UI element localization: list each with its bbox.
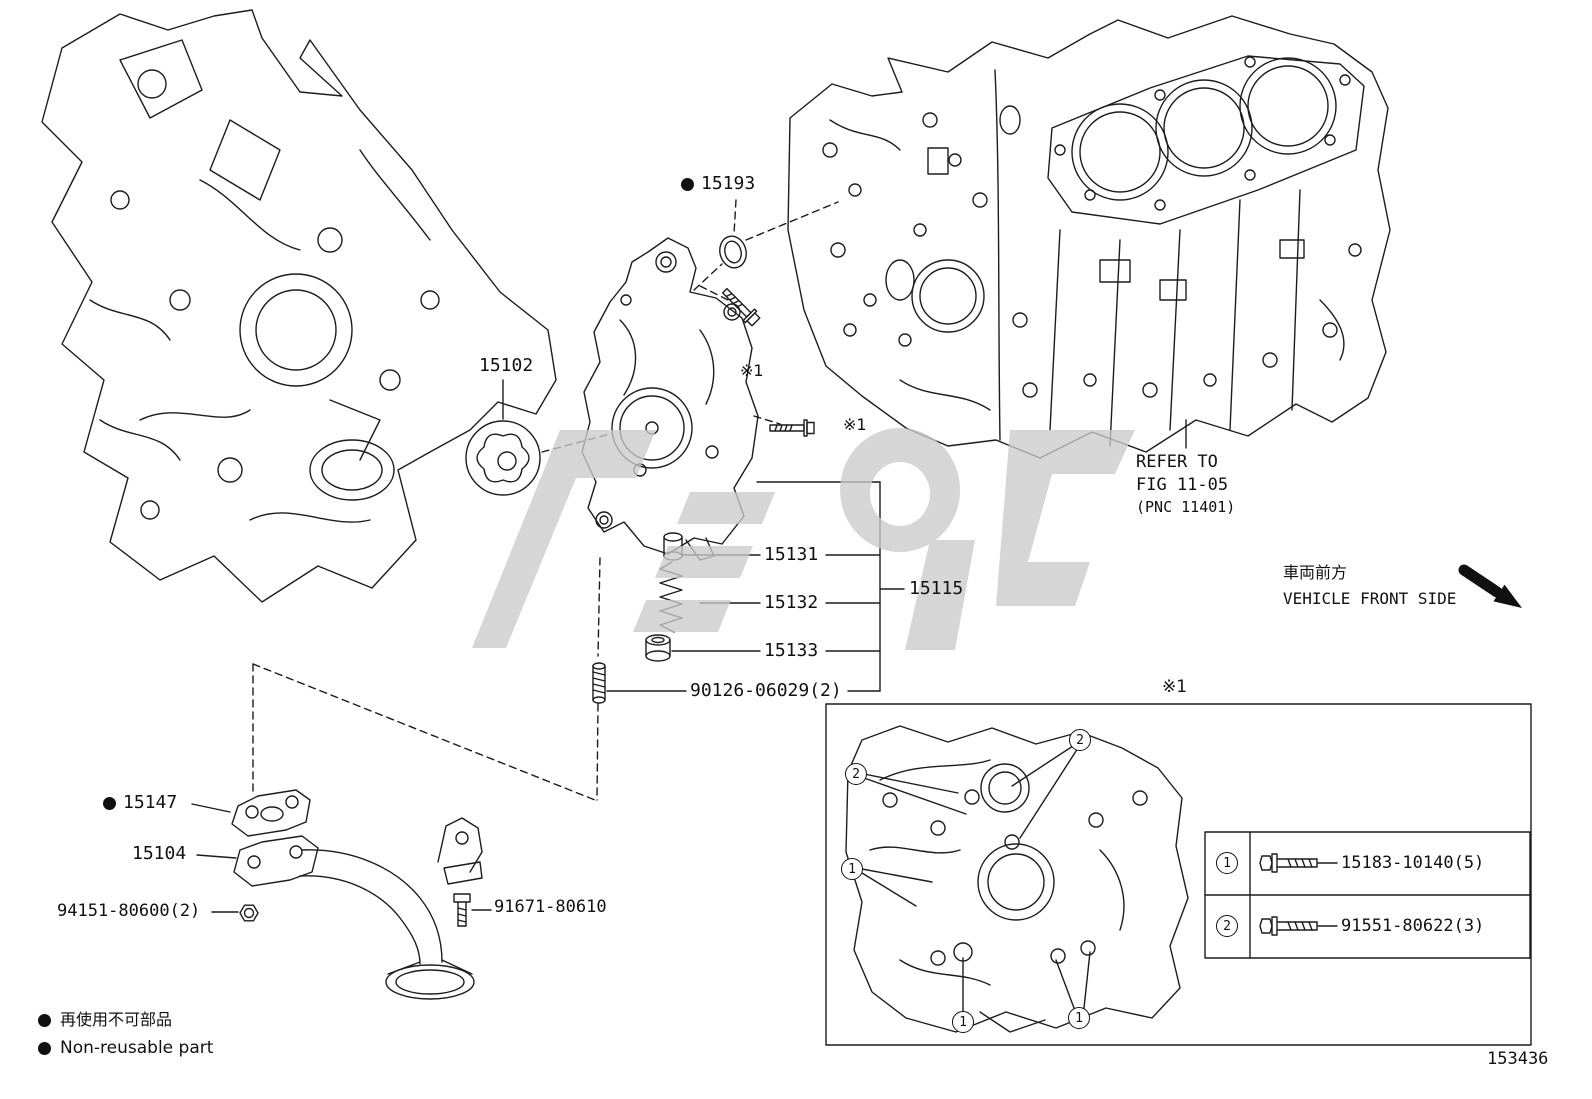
ref-mark-1a: ※1 [740, 361, 764, 380]
callout-1-b: 1 [952, 1011, 974, 1033]
strainer-bolt-drawing [453, 893, 471, 927]
inset-detail [825, 703, 1532, 1046]
label-15147[interactable]: 15147 [103, 794, 177, 812]
non-reusable-dot [103, 796, 116, 810]
refer-line-2: FIG 11-05 [1136, 474, 1229, 495]
head-gasket-drawing [1047, 55, 1365, 225]
label-15104[interactable]: 15104 [132, 845, 186, 863]
label-15193[interactable]: 15193 [681, 175, 755, 193]
strainer-gasket-drawing [231, 789, 311, 837]
label-15133[interactable]: 15133 [764, 642, 818, 660]
label-94151[interactable]: 94151-80600(2) [57, 903, 200, 920]
non-reusable-dot [38, 1042, 51, 1055]
leader-lines [191, 379, 1187, 913]
oil-seal-drawing [719, 235, 747, 269]
part-number-94151: 94151-80600(2) [57, 901, 201, 921]
part-number-15193: 15193 [701, 173, 756, 194]
part-number-15131: 15131 [764, 544, 819, 565]
inset-title: ※1 [1162, 677, 1188, 697]
part-number-15115: 15115 [909, 578, 964, 599]
part-number-90126: 90126-06029(2) [690, 680, 842, 701]
inset-legend-table [1204, 831, 1531, 959]
inset-cover-drawing [845, 725, 1189, 1033]
non-reusable-dot [681, 177, 694, 191]
non-reusable-dot [38, 1013, 51, 1027]
label-90126[interactable]: 90126-06029(2) [690, 682, 842, 700]
oil-pump-rotor-drawing [465, 420, 541, 496]
callout-1-a: 1 [841, 858, 863, 880]
refer-note: REFER TO FIG 11-05 (PNC 11401) [1136, 451, 1235, 517]
flange-bolt-a-drawing [721, 287, 761, 327]
oil-strainer-drawing [233, 817, 483, 1000]
callout-2-a: 2 [1069, 729, 1091, 751]
footer-legend-jp: 再使用不可部品 [38, 1012, 172, 1028]
callout-2-b: 2 [845, 763, 867, 785]
footer-legend-en: Non-reusable part [38, 1040, 213, 1057]
refer-line-3: (PNC 11401) [1136, 497, 1236, 516]
footer-legend-en-text: Non-reusable part [60, 1038, 214, 1058]
union-bolt-drawing [592, 662, 606, 704]
callout-1-c: 1 [1068, 1007, 1090, 1029]
label-15115[interactable]: 15115 [909, 580, 963, 598]
part-number-15133: 15133 [764, 640, 819, 661]
nut-drawing [239, 904, 259, 922]
footer-legend-jp-text: 再使用不可部品 [60, 1010, 173, 1029]
vehicle-front-en: VEHICLE FRONT SIDE [1283, 589, 1457, 608]
part-number-15102: 15102 [479, 355, 534, 376]
legend-num-1: 1 [1216, 852, 1238, 874]
engine-block-drawing [787, 15, 1391, 459]
part-number-91551: 91551-80622(3) [1341, 916, 1485, 936]
label-15132[interactable]: 15132 [764, 594, 818, 612]
legend-part-2[interactable]: 91551-80622(3) [1341, 918, 1484, 935]
timing-cover-drawing [41, 9, 557, 603]
label-15131[interactable]: 15131 [764, 546, 818, 564]
vehicle-front-arrow [1458, 564, 1522, 608]
vehicle-front-jp: 車両前方 [1283, 563, 1348, 582]
inset-callout-leaders [861, 743, 1091, 1013]
flange-bolt-b-drawing [769, 419, 815, 437]
legend-num-2: 2 [1216, 915, 1238, 937]
figure-number: 153436 [1487, 1049, 1549, 1069]
watermark [472, 428, 1135, 650]
part-number-15147: 15147 [123, 792, 178, 813]
part-number-15104: 15104 [132, 843, 187, 864]
part-number-15132: 15132 [764, 592, 819, 613]
ref-mark-1b: ※1 [843, 415, 867, 434]
label-15102[interactable]: 15102 [479, 357, 533, 375]
part-number-91671: 91671-80610 [494, 897, 607, 917]
refer-line-1: REFER TO [1136, 452, 1218, 472]
label-91671[interactable]: 91671-80610 [494, 899, 607, 916]
part-number-15183: 15183-10140(5) [1341, 853, 1485, 873]
legend-part-1[interactable]: 15183-10140(5) [1341, 855, 1484, 872]
